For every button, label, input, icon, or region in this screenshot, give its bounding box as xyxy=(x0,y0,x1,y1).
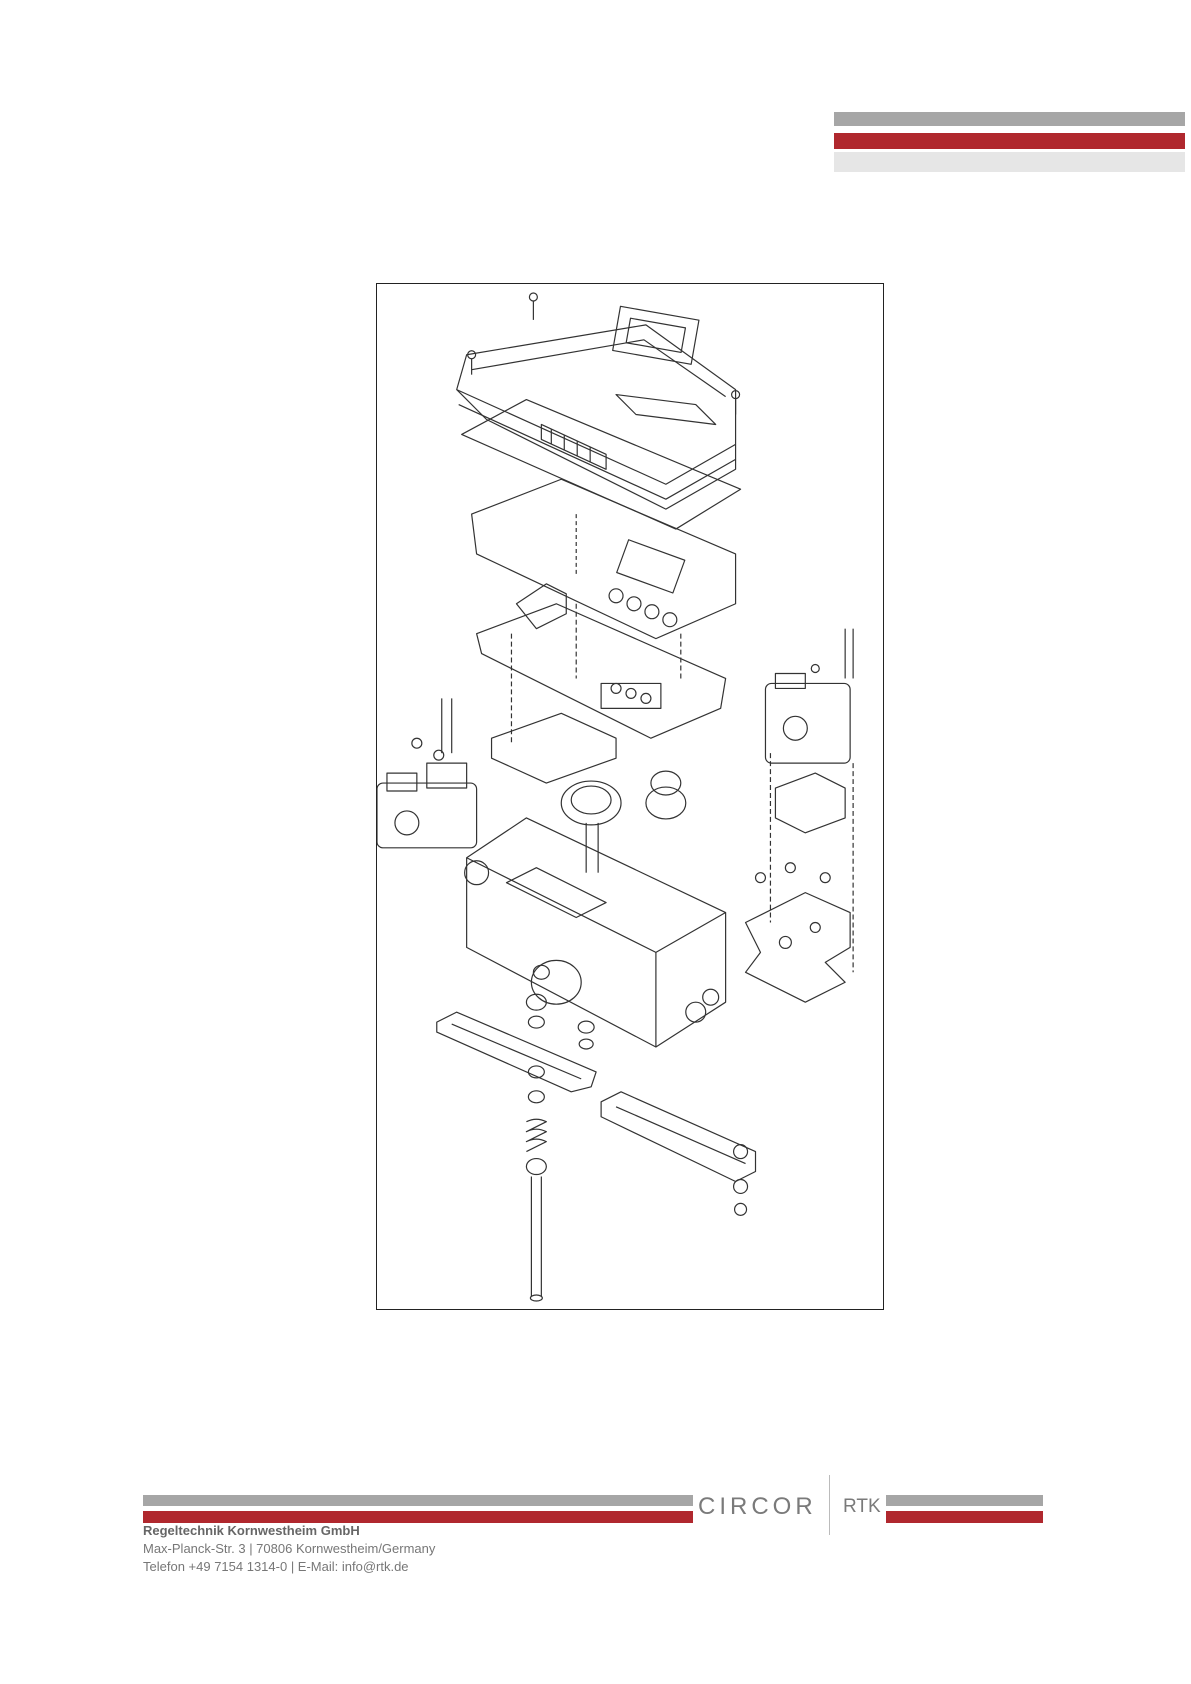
footer-gray-bar-left xyxy=(143,1495,693,1506)
display-board xyxy=(472,479,736,638)
spring-pin-stack xyxy=(526,994,594,1301)
footer-red-bar-right xyxy=(886,1511,1043,1523)
mounting-plate xyxy=(746,863,851,1002)
footer-red-bar-left xyxy=(143,1511,693,1523)
exploded-assembly-drawing-icon xyxy=(377,284,883,1309)
header-decoration-bars xyxy=(834,112,1185,172)
exploded-view-figure xyxy=(376,283,884,1310)
company-address: Max-Planck-Str. 3 | 70806 Kornwestheim/G… xyxy=(143,1541,435,1556)
cover-lid xyxy=(457,306,736,509)
slot-lever xyxy=(601,1092,755,1216)
rtk-logo: RTK xyxy=(843,1489,881,1525)
footer: CIRCOR RTK Regeltechnik Kornwestheim Gmb… xyxy=(143,1455,1043,1575)
gear-assembly xyxy=(561,771,686,873)
logo-divider xyxy=(829,1475,830,1535)
shield-plate xyxy=(492,713,617,783)
lever-arm xyxy=(437,1012,596,1092)
gasket xyxy=(462,400,741,529)
lid-screws xyxy=(468,351,740,415)
position-indicator xyxy=(531,960,581,1004)
top-screw xyxy=(529,293,537,320)
company-name: Regeltechnik Kornwestheim GmbH xyxy=(143,1523,360,1538)
header-light-bar xyxy=(834,152,1185,172)
circor-logo: CIRCOR xyxy=(698,1489,817,1525)
footer-gray-bar-right xyxy=(886,1495,1043,1506)
main-housing xyxy=(465,818,726,1047)
right-valve-module xyxy=(765,629,853,973)
company-contact: Telefon +49 7154 1314-0 | E-Mail: info@r… xyxy=(143,1559,409,1574)
header-red-bar xyxy=(834,133,1185,149)
terminal-board xyxy=(477,584,726,743)
header-gray-bar xyxy=(834,112,1185,126)
left-valve-module xyxy=(377,698,477,847)
